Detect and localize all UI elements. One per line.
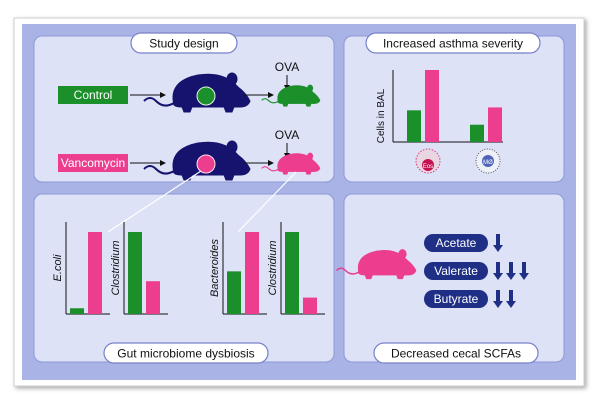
mac-nucleus bbox=[482, 155, 494, 167]
scfa-pill bbox=[373, 342, 539, 364]
ecoli-label: E.coli bbox=[52, 254, 64, 281]
scfa-down-arrows bbox=[493, 234, 529, 308]
down-arrow-icon-valerate-2 bbox=[506, 262, 516, 280]
down-arrow-icon-valerate-3 bbox=[519, 262, 529, 280]
scfa-title: Decreased cecal SCFAs bbox=[391, 347, 521, 361]
bal-bar-eos-vancomycin bbox=[425, 70, 439, 142]
study-design-title: Study design bbox=[149, 37, 218, 51]
gut-control-icon bbox=[196, 86, 216, 106]
micro-bar-1-ecoli-control bbox=[70, 308, 84, 314]
arrow-control-2-head bbox=[268, 92, 274, 98]
asthma-pill bbox=[365, 32, 541, 54]
study-design-pill bbox=[130, 32, 238, 54]
bal-bar-m-control bbox=[470, 124, 484, 142]
valerate-pill bbox=[424, 262, 488, 280]
ova-label-bottom: OVA bbox=[275, 128, 299, 142]
control-label: Control bbox=[74, 88, 113, 102]
valerate-label: Valerate bbox=[434, 264, 478, 278]
eos-label: Eos bbox=[423, 164, 433, 170]
arrow-control-1-head bbox=[160, 92, 166, 98]
eos-nucleus bbox=[422, 159, 434, 171]
microbiome-bars bbox=[70, 232, 317, 314]
micro-bar-1-clostridium-vancomycin bbox=[146, 281, 160, 314]
micro-bar-2-bacteroides-vancomycin bbox=[245, 232, 259, 314]
control-label-box bbox=[58, 86, 128, 104]
dysbiosis-title: Gut microbiome dysbiosis bbox=[117, 347, 254, 361]
clostridium2-label: Clostridium bbox=[267, 240, 279, 295]
down-arrow-icon-acetate-1 bbox=[493, 234, 503, 252]
connector-line-left bbox=[107, 170, 202, 233]
arrow-vanco-1-head bbox=[160, 160, 166, 166]
bal-bars bbox=[407, 70, 502, 142]
micro-bar-2-clostridium-control bbox=[285, 232, 299, 314]
connector-line-right bbox=[237, 171, 297, 233]
dysbiosis-pill bbox=[103, 342, 269, 364]
down-arrow-icon-butyrate-2 bbox=[506, 290, 516, 308]
gut-vanco-icon bbox=[196, 154, 216, 174]
asthma-title: Increased asthma severity bbox=[383, 37, 523, 51]
butyrate-label: Butyrate bbox=[434, 292, 479, 306]
mac-label: MØ bbox=[483, 160, 493, 166]
down-arrow-icon-butyrate-1 bbox=[493, 290, 503, 308]
bal-ylabel: Cells in BAL bbox=[376, 88, 387, 143]
butyrate-pill bbox=[424, 290, 488, 308]
micro-bar-1-clostridium-control bbox=[128, 232, 142, 314]
bacteroides-label: Bacteroides bbox=[209, 238, 221, 297]
micro-bar-2-bacteroides-control bbox=[227, 271, 241, 314]
micro-bar-1-ecoli-vancomycin bbox=[88, 232, 102, 314]
micro-bar-2-clostridium-vancomycin bbox=[303, 297, 317, 314]
down-arrow-icon-valerate-1 bbox=[493, 262, 503, 280]
bal-bar-eos-control bbox=[407, 110, 421, 142]
bal-bar-m-vancomycin bbox=[488, 107, 502, 142]
vanco-label: Vancomycin bbox=[61, 156, 125, 170]
acetate-label: Acetate bbox=[436, 236, 477, 250]
arrow-vanco-2-head bbox=[268, 160, 274, 166]
ova-label-top: OVA bbox=[275, 60, 299, 74]
vanco-label-box bbox=[58, 154, 128, 172]
acetate-pill bbox=[424, 234, 488, 252]
clostridium1-label: Clostridium bbox=[110, 240, 122, 295]
